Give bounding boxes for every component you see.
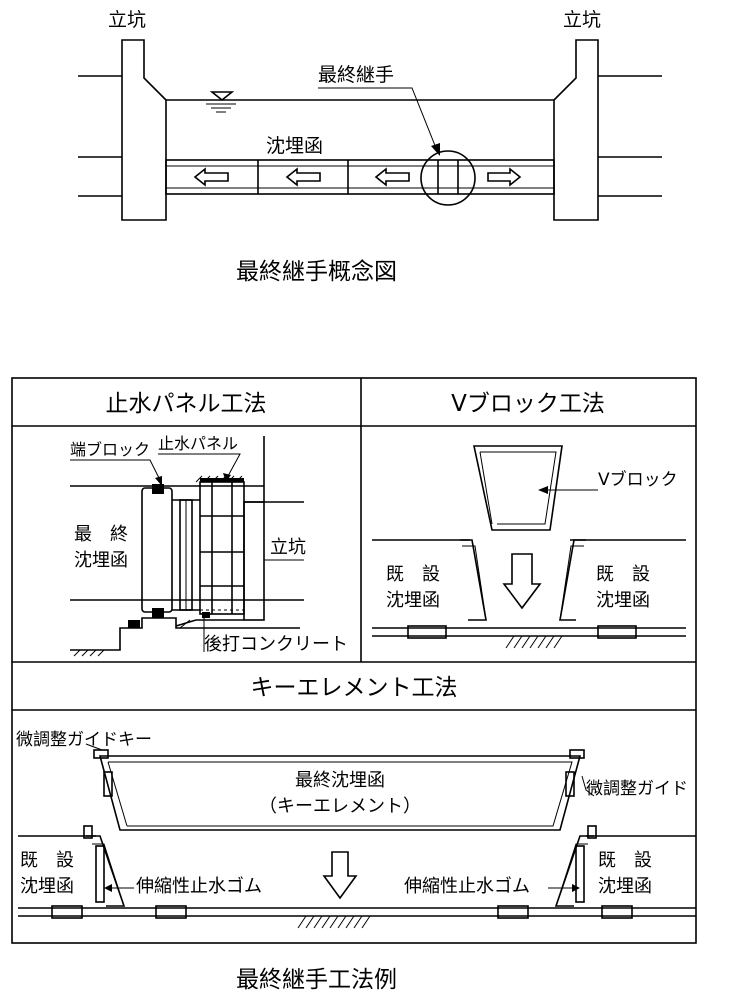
vblock-existing-right-1: 既 設 xyxy=(596,564,650,585)
rubber-left-label: 伸縮性止水ゴム xyxy=(136,876,262,897)
guide-key-label: 微調整ガイドキー xyxy=(16,730,152,750)
concept-diagram: 立坑 立坑 最終継手 沈埋函 最終継手概念図 xyxy=(78,9,662,285)
vblock-method-title: Vブロック工法 xyxy=(451,391,605,417)
guide-label: 微調整ガイド xyxy=(586,779,688,799)
down-arrow-icon xyxy=(502,553,542,610)
vblock-existing-left-1: 既 設 xyxy=(386,564,440,585)
shaft-right-label: 立坑 xyxy=(563,9,601,31)
waterstop-panel xyxy=(199,481,245,615)
vblock-existing-left-2: 沈埋函 xyxy=(386,590,440,611)
methods-caption: 最終継手工法例 xyxy=(236,967,397,993)
waterstop-panel-label: 止水パネル xyxy=(158,434,238,453)
arrow-left-icon xyxy=(285,167,321,187)
final-joint-circle xyxy=(420,150,476,206)
panel-method-diagram: 端ブロック 止水パネル 最 終 沈埋函 立坑 後打コンクリート xyxy=(70,434,348,657)
final-caisson-line1: 最 終 xyxy=(74,524,128,545)
panel-shaft-label: 立坑 xyxy=(270,537,306,558)
keyelement-method-title: キーエレメント工法 xyxy=(251,675,458,701)
key-element xyxy=(98,755,582,831)
methods-table: 止水パネル工法 Vブロック工法 キーエレメント工法 xyxy=(11,377,697,944)
left-shaft xyxy=(121,39,167,221)
element-label-1: 最終沈埋函 xyxy=(295,770,385,791)
down-arrow-icon xyxy=(322,851,358,900)
panel-method-title: 止水パネル工法 xyxy=(106,391,267,417)
vblock-method-diagram: Vブロック 既 設 沈埋函 既 設 沈埋函 xyxy=(372,445,686,649)
v-block xyxy=(473,445,563,531)
vblock-existing-right-2: 沈埋函 xyxy=(596,590,650,611)
water-level-icon xyxy=(206,91,236,113)
vblock-label: Vブロック xyxy=(598,469,678,490)
caisson-tunnel xyxy=(165,159,555,195)
final-joint-label: 最終継手 xyxy=(318,64,394,86)
caisson-label: 沈埋函 xyxy=(266,135,323,157)
shaft-left-label: 立坑 xyxy=(108,9,146,31)
post-concrete-label: 後打コンクリート xyxy=(204,634,348,655)
concept-caption: 最終継手概念図 xyxy=(236,259,397,285)
end-block-label: 端ブロック xyxy=(70,440,150,459)
key-existing-right-2: 沈埋函 xyxy=(598,876,652,897)
rubber-right-label: 伸縮性止水ゴム xyxy=(404,876,530,897)
element-label-2: （キーエレメント） xyxy=(259,796,421,817)
key-existing-left-1: 既 設 xyxy=(20,850,74,871)
key-existing-left-2: 沈埋函 xyxy=(20,876,74,897)
end-block xyxy=(141,487,173,613)
arrow-right-icon xyxy=(487,167,522,187)
keyelement-method-diagram: 微調整ガイドキー 最終沈埋函 （キーエレメント） 微調整ガイド 既 設 沈埋函 … xyxy=(16,730,696,929)
final-caisson-line2: 沈埋函 xyxy=(74,550,128,571)
key-existing-right-1: 既 設 xyxy=(598,850,652,871)
right-shaft xyxy=(553,39,599,221)
arrow-left-icon xyxy=(193,167,229,187)
arrow-left-icon xyxy=(374,167,410,187)
